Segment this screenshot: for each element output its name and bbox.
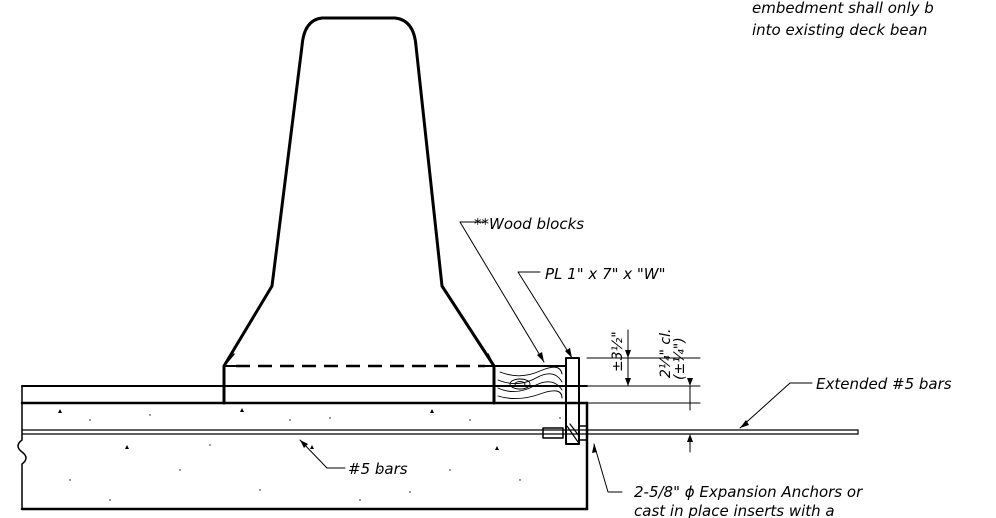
concrete-deck [17,385,589,511]
wood-blocks [493,365,567,404]
bars-label: #5 bars [348,460,408,478]
dimension-plus-minus-quarter: (±¼") [672,337,688,380]
rebar-5-bars [21,429,859,435]
note-line-1: embedment shall only b [752,0,934,17]
dimension-lines [586,329,701,453]
leader-lines [299,221,813,493]
wood-blocks-label: **Wood blocks [474,215,584,233]
anchors-label-line-2: cast in place inserts with a [634,502,835,518]
anchors-label-line-1: 2-5/8" ϕ Expansion Anchors or [634,483,863,501]
dimension-plus-minus-3-half: ±3½" [610,331,626,372]
concrete-stipple [58,408,561,501]
concrete-barrier [222,16,496,405]
note-line-2: into existing deck bean [752,21,927,39]
steel-plate [542,357,588,445]
dimension-2-quarter-clear: 2¼" cl. [658,329,674,378]
plate-label: PL 1" x 7" x "W" [545,265,666,283]
extended-bars-label: Extended #5 bars [816,375,952,393]
